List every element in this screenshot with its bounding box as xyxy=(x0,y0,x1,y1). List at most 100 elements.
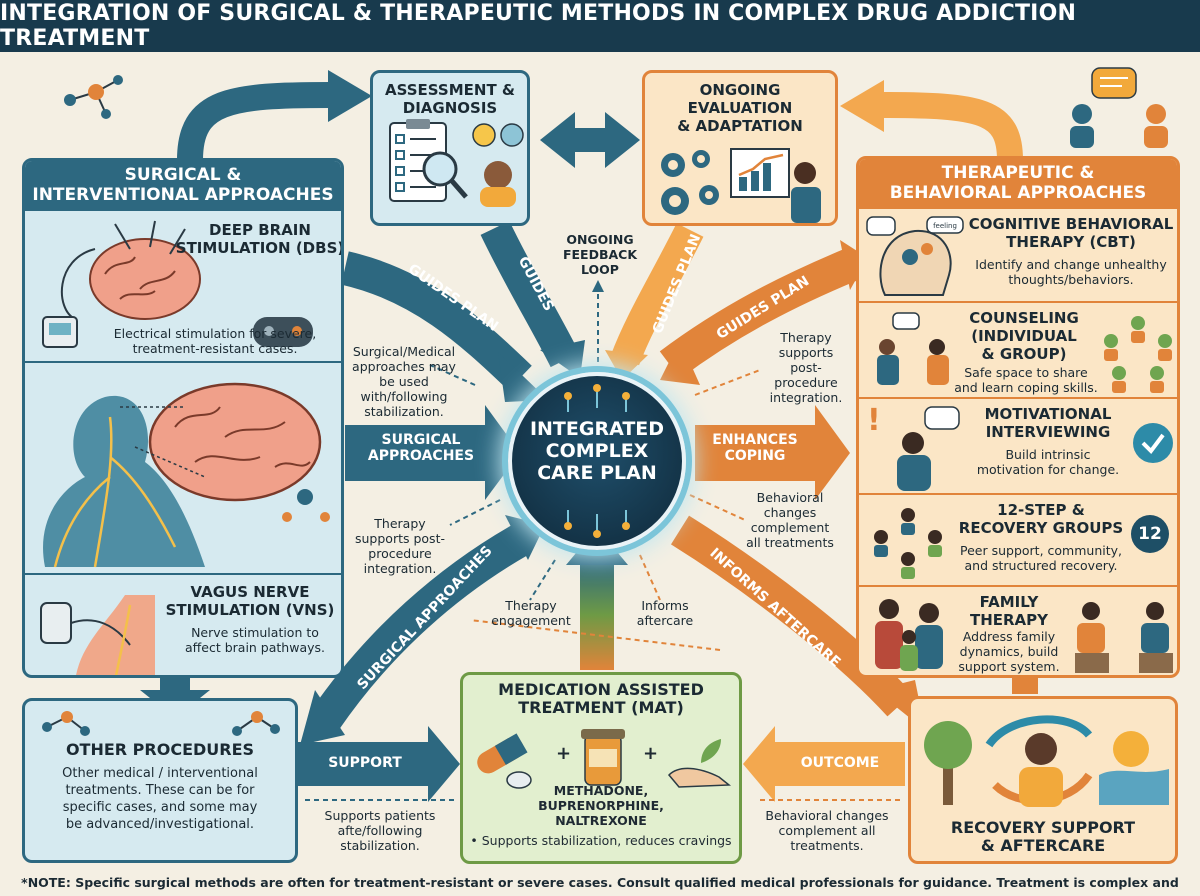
note-surg-med-3: be used xyxy=(379,374,429,389)
vns-title: VAGUS NERVE STIMULATION (VNS) xyxy=(155,583,341,619)
note-engage-1: Therapy xyxy=(505,598,557,613)
cbt-desc: Identify and change unhealthy thoughts/b… xyxy=(963,257,1177,287)
mi-person-icon xyxy=(897,406,960,491)
mat-bullet: • Supports stabilization, reduces cravin… xyxy=(470,833,732,848)
counseling-title-2: (INDIVIDUAL xyxy=(971,327,1077,345)
dbs-desc-2: treatment-resistant cases. xyxy=(132,341,298,356)
label-surgical-2: APPROACHES xyxy=(367,448,475,464)
counseling-desc: Safe space to share and learn coping ski… xyxy=(951,365,1101,395)
brain-electrode-icon xyxy=(42,220,201,348)
counseling-title-3: & GROUP) xyxy=(981,345,1067,363)
note-therapy-left-2: supports post- xyxy=(355,531,445,546)
note-surg-med-1: Surgical/Medical xyxy=(352,344,456,359)
note-informs-1: Informs xyxy=(641,598,689,613)
note-surgical-medical: Surgical/Medical approaches may be used … xyxy=(346,344,462,419)
vns-pane: VAGUS NERVE STIMULATION (VNS) Nerve stim… xyxy=(25,573,341,675)
surgical-box: SURGICAL & INTERVENTIONAL APPROACHES DEE… xyxy=(22,158,344,678)
family-icon xyxy=(875,599,943,671)
assessment-box: ASSESSMENT & DIAGNOSIS xyxy=(370,70,530,226)
note-feedback-loop: ONGOING FEEDBACK LOOP xyxy=(552,232,648,277)
counseling-desc-1: Safe space to share xyxy=(964,365,1088,380)
counseling-desc-2: and learn coping skills. xyxy=(954,380,1098,395)
mat-drug-3: NALTREXONE xyxy=(555,813,647,828)
surgical-header: SURGICAL & INTERVENTIONAL APPROACHES xyxy=(25,161,341,211)
twelve-desc-2: and structured recovery. xyxy=(964,558,1118,573)
controller-icon xyxy=(253,317,313,347)
twelve-desc-1: Peer support, community, xyxy=(960,543,1122,558)
assessment-title-1: ASSESSMENT & xyxy=(385,81,515,99)
surgical-title-1: SURGICAL & xyxy=(124,165,242,185)
family-desc-2: dynamics, build xyxy=(959,644,1059,659)
therapeutic-title-2: BEHAVIORAL APPROACHES xyxy=(889,183,1147,203)
center-line-1: INTEGRATED xyxy=(529,418,665,440)
cbt-title-2: THERAPY (CBT) xyxy=(1006,233,1136,251)
other-procedures-box: OTHER PROCEDURES Other medical / interve… xyxy=(22,698,298,863)
arrow-informs-aftercare xyxy=(670,515,913,717)
plus-sign-2: + xyxy=(643,743,659,764)
recovery-title: RECOVERY SUPPORT & AFTERCARE xyxy=(911,819,1175,855)
family-title: FAMILY THERAPY xyxy=(949,593,1069,629)
mat-title-1: MEDICATION ASSISTED xyxy=(498,680,704,699)
recovery-title-2: & AFTERCARE xyxy=(980,836,1106,855)
note-behav2-3: treatments. xyxy=(790,838,864,853)
family-therapy-session-icon xyxy=(1075,602,1173,673)
mat-box: MEDICATION ASSISTED TREATMENT (MAT) + + … xyxy=(460,672,742,864)
cbt-bubble-text: feeling xyxy=(933,222,957,230)
family-pane: FAMILY THERAPY Address family dynamics, … xyxy=(859,585,1177,675)
label-enhances-1: ENHANCES xyxy=(712,432,798,448)
label-surgical-1: SURGICAL xyxy=(381,432,461,448)
arrow-surgical-approaches xyxy=(345,425,485,481)
family-desc: Address family dynamics, build support s… xyxy=(949,629,1069,674)
center-line-2: COMPLEX xyxy=(545,440,649,462)
twelve-desc: Peer support, community, and structured … xyxy=(951,543,1131,573)
note-supports-pat-2: afte/following xyxy=(337,823,423,838)
footer-note: *NOTE: Specific surgical methods are oft… xyxy=(21,875,1179,890)
molecule-icons xyxy=(42,711,280,736)
mi-title-1: MOTIVATIONAL xyxy=(984,405,1112,423)
cbt-desc-2: thoughts/behaviors. xyxy=(1008,272,1134,287)
note-feedback-3: LOOP xyxy=(581,262,619,277)
other-desc-4: be advanced/investigational. xyxy=(65,817,255,832)
note-supports-pat-1: Supports patients xyxy=(324,808,436,823)
note-therapy-right-2: supports xyxy=(778,345,834,360)
surgical-title-2: INTERVENTIONAL APPROACHES xyxy=(32,185,334,205)
dbs-description: Electrical stimulation for severe, treat… xyxy=(85,326,341,356)
recovery-title-1: RECOVERY SUPPORT xyxy=(950,818,1136,837)
note-behav-2: changes xyxy=(763,505,817,520)
note-behav2-1: Behavioral changes xyxy=(765,808,889,823)
arrow-guides-plan-top xyxy=(610,223,704,366)
mi-desc-1: Build intrinsic xyxy=(1005,447,1091,462)
mi-exclamation: ! xyxy=(867,403,881,438)
medication-icons xyxy=(477,729,732,789)
twelve-step-pane: 12-STEP & RECOVERY GROUPS Peer support, … xyxy=(859,493,1177,585)
label-surgical-approaches: SURGICAL APPROACHES xyxy=(356,432,486,464)
page-title: INTEGRATION OF SURGICAL & THERAPEUTIC ME… xyxy=(0,0,1200,52)
label-enhances-2: COPING xyxy=(724,448,786,464)
mat-drug-2: BUPRENORPHINE, xyxy=(538,798,664,813)
dbs-desc-1: Electrical stimulation for severe, xyxy=(113,326,317,341)
note-therapy-left-1: Therapy xyxy=(374,516,426,531)
note-engage-2: engagement xyxy=(491,613,571,628)
vns-neck-icon xyxy=(40,595,155,675)
family-title-2: THERAPY xyxy=(969,611,1049,629)
family-title-1: FAMILY xyxy=(979,593,1039,611)
note-informs-2: aftercare xyxy=(636,613,694,628)
note-therapy-left-4: integration. xyxy=(363,561,437,576)
mat-drug-1: METHADONE, xyxy=(553,783,649,798)
group-circle-icon xyxy=(1104,316,1172,393)
note-feedback-2: FEEDBACK xyxy=(562,247,638,262)
mat-drugs: METHADONE, BUPRENORPHINE, NALTREXONE xyxy=(463,783,739,828)
evaluation-title-2: & ADAPTATION xyxy=(677,117,803,135)
checkmark-badge-icon xyxy=(1133,423,1173,463)
arrow-outcome xyxy=(775,742,905,786)
note-therapy-left-3: procedure xyxy=(368,546,432,561)
dbs-title-1: DEEP BRAIN xyxy=(209,221,311,239)
mi-title: MOTIVATIONAL INTERVIEWING xyxy=(963,405,1133,441)
label-enhances-coping: ENHANCES COPING xyxy=(700,432,810,464)
counseling-title-1: COUNSELING xyxy=(969,309,1079,327)
note-behav-1: Behavioral xyxy=(756,490,824,505)
mi-desc: Build intrinsic motivation for change. xyxy=(963,447,1133,477)
molecule-icon xyxy=(64,75,123,119)
arrow-surgical-diag xyxy=(310,525,529,730)
